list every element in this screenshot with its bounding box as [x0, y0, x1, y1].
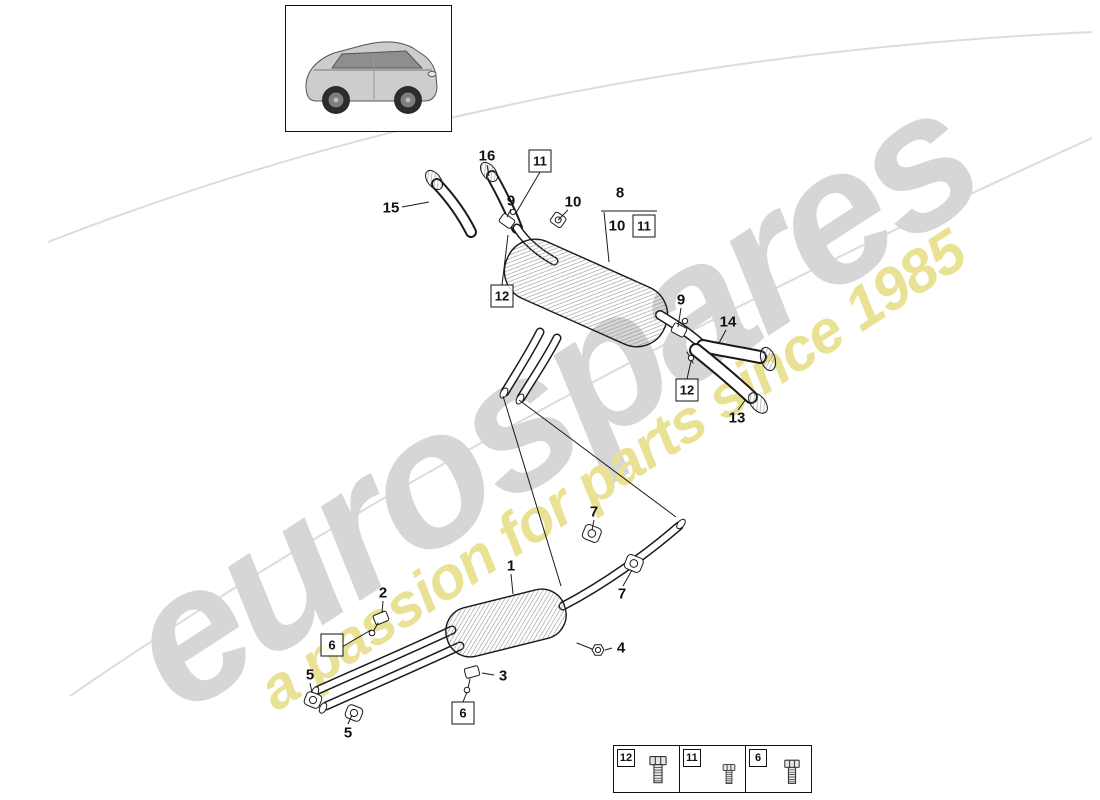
part-label-2[interactable]: 2 — [378, 584, 388, 602]
center-muffler-assembly — [303, 518, 686, 722]
part-label-13[interactable]: 13 — [728, 409, 746, 427]
part-label-7-2[interactable]: 7 — [617, 585, 627, 603]
cayenne-icon — [305, 41, 438, 114]
legend-cell-number: 6 — [749, 749, 767, 767]
legend-cell-6: 6 — [745, 745, 812, 793]
part-label-15[interactable]: 15 — [382, 199, 400, 217]
tailpipe-16 — [480, 161, 559, 266]
part-label-1[interactable]: 1 — [506, 557, 516, 575]
fastener-legend: 12 11 6 — [613, 745, 812, 793]
part-label-14[interactable]: 14 — [719, 313, 737, 331]
leader-lines — [309, 164, 747, 725]
clamp-9-right — [670, 317, 695, 364]
clamp-3 — [463, 665, 481, 694]
clamp-9-top — [498, 208, 517, 229]
part-label-6-box[interactable]: 6 — [320, 633, 344, 657]
hanger-7-a — [581, 524, 602, 543]
part-label-12-box[interactable]: 12 — [490, 284, 514, 308]
part-label-9[interactable]: 9 — [506, 192, 516, 210]
tailpipe-15 — [425, 169, 477, 238]
hanger-5-a — [303, 691, 323, 709]
legend-cell-12: 12 — [613, 745, 680, 793]
part-label-10-2[interactable]: 10 — [608, 217, 626, 235]
rear-muffler-assembly — [425, 161, 777, 414]
part-label-11-box-2[interactable]: 11 — [632, 214, 656, 238]
part-label-3[interactable]: 3 — [498, 667, 508, 685]
part-label-8[interactable]: 8 — [615, 184, 625, 202]
part-label-9-2[interactable]: 9 — [676, 291, 686, 309]
tailpipe-13 — [689, 343, 768, 414]
legend-cell-11: 11 — [679, 745, 746, 793]
nut-4 — [576, 642, 605, 656]
part-label-5[interactable]: 5 — [305, 666, 315, 684]
part-label-4[interactable]: 4 — [616, 639, 626, 657]
center-muffler-body — [445, 588, 567, 658]
clamp-2 — [368, 610, 390, 637]
part-label-11-box[interactable]: 11 — [528, 149, 552, 173]
bolt-icon — [784, 759, 800, 784]
hanger-10 — [549, 211, 567, 229]
legend-cell-number: 11 — [683, 749, 701, 767]
bolt-icon — [649, 756, 667, 784]
legend-cell-number: 12 — [617, 749, 635, 767]
rear-muffler-body — [503, 238, 669, 348]
hanger-7-b — [623, 554, 644, 573]
rear-inlet-pipes — [499, 327, 562, 405]
part-label-10[interactable]: 10 — [564, 193, 582, 211]
continuation-lines — [502, 395, 677, 587]
part-label-12-box-2[interactable]: 12 — [675, 378, 699, 402]
vehicle-thumbnail — [285, 5, 452, 132]
watermark-tagline: a passion for parts since 1985 — [246, 216, 978, 724]
part-label-6-box-2[interactable]: 6 — [451, 701, 475, 725]
part-label-5-2[interactable]: 5 — [343, 724, 353, 742]
part-label-7[interactable]: 7 — [589, 503, 599, 521]
hanger-5-b — [344, 704, 364, 722]
bolt-icon — [722, 764, 736, 784]
part-label-16[interactable]: 16 — [478, 147, 496, 165]
